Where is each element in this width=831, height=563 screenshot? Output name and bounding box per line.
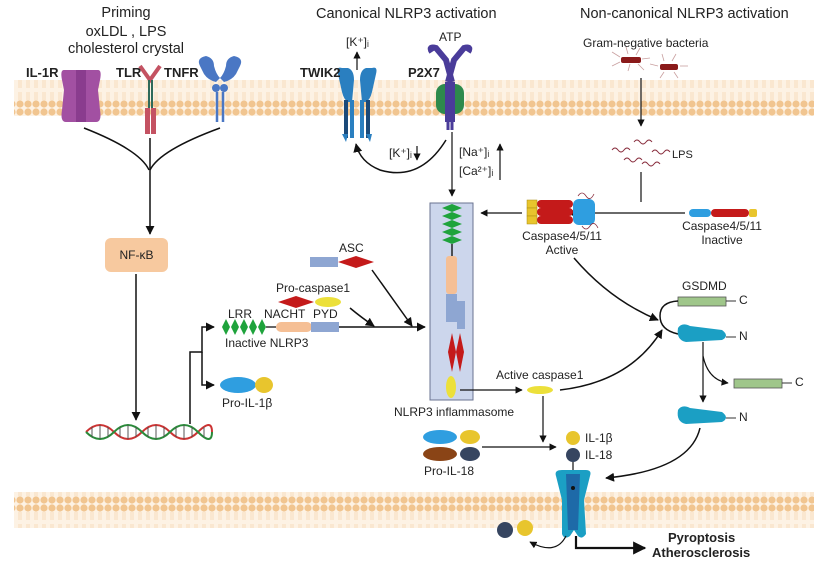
pro-caspase1-icon: [278, 296, 341, 308]
priming-stimuli-line1: oxLDL , LPS: [85, 24, 167, 40]
caspase1-to-gsdmd-arrow: [559, 329, 663, 391]
il18-label: IL-18: [585, 448, 613, 462]
gsdmd-label: GSDMD: [682, 279, 727, 293]
inactive-nlrp3-icon: [222, 319, 339, 335]
gsdmd-c-label: C: [739, 293, 748, 307]
canonical-heading: Canonical NLRP3 activation: [316, 6, 497, 22]
caspase-inactive-label-line2: Inactive: [701, 233, 743, 247]
nlrp3-inflammasome-icon: [429, 202, 474, 401]
nfkb-label: NF-κB: [119, 248, 154, 262]
inactive-nlrp3-label: Inactive NLRP3: [225, 336, 309, 350]
nacht-label: NACHT: [264, 307, 306, 321]
atherosclerosis-label: Atherosclerosis: [652, 545, 751, 560]
gsdmd-pore-formation-arrow: [605, 427, 701, 482]
caspase-4-5-11-inactive-icon: [689, 209, 757, 217]
inflammasome-label: NLRP3 inflammasome: [394, 405, 515, 419]
atp-label: ATP: [439, 30, 462, 44]
lps-icon: [611, 139, 671, 167]
il1b-label: IL-1β: [585, 431, 613, 445]
priming-heading: Priming: [101, 5, 151, 21]
pro-il1b-icon: [220, 377, 273, 393]
lrr-label: LRR: [228, 307, 253, 321]
plasma-membrane-top: [14, 80, 814, 116]
bacteria-label: Gram-negative bacteria: [583, 36, 709, 50]
gsdmd-n-label: N: [739, 329, 748, 343]
pyd-label: PYD: [313, 307, 338, 321]
gsdmd-c-terminal-label: C: [795, 375, 804, 389]
asc-label: ASC: [339, 241, 364, 255]
gsdmd-pore-icon: [555, 470, 591, 538]
pro-il18-label: Pro-IL-18: [424, 464, 475, 478]
active-caspase1-icon: [527, 386, 553, 394]
ca-label: [Ca²⁺]ᵢ: [459, 164, 494, 178]
il1r-receptor-icon: [61, 70, 101, 122]
p2x7-receptor-icon: [427, 44, 473, 130]
k-decrease-arrow: [353, 139, 447, 174]
na-label: [Na⁺]ᵢ: [459, 145, 490, 159]
released-il1b-icon: [517, 520, 533, 536]
tnfr-receptor-icon: [198, 56, 242, 122]
caspase-active-label-line2: Active: [545, 243, 579, 257]
cytokine-secretion-arrow: [529, 535, 567, 549]
gsdmd-full-length-icon: [659, 296, 736, 342]
gsdmd-n-terminal-icon: [677, 406, 736, 424]
pro-il1b-label: Pro-IL-1β: [222, 396, 273, 410]
gsdmd-n-terminal-label: N: [739, 410, 748, 424]
priming-stimuli-line2: cholesterol crystal: [67, 41, 185, 57]
dna-icon: [85, 424, 213, 440]
caspase-4-5-11-active-icon: [526, 192, 599, 230]
caspase-active-label-line1: Caspase4/5/11: [522, 229, 602, 243]
gram-negative-bacteria-icon: [611, 46, 688, 79]
pyroptosis-outcome-arrow: [574, 536, 647, 555]
gsdmd-c-cleave-arrow: [702, 355, 729, 386]
twik2-label: TWIK2: [300, 65, 341, 80]
pro-il1b-pro-il18-icon: [423, 430, 480, 461]
il1b-icon: [566, 431, 580, 445]
pro-caspase1-label: Pro-caspase1: [276, 281, 351, 295]
tnfr-label: TNFR: [164, 65, 199, 80]
priming-convergence-arrows: [83, 127, 221, 421]
caspase11-to-gsdmd-arrow: [573, 257, 659, 322]
lps-label: LPS: [672, 149, 693, 161]
il18-icon: [566, 448, 580, 462]
asc-icon: [310, 256, 374, 268]
tlr-receptor-icon: [138, 64, 162, 134]
pro-caspase1-arrow: [349, 307, 375, 327]
nfkb-box: NF-κB: [105, 238, 168, 272]
p2x7-label: P2X7: [408, 65, 440, 80]
gsdmd-c-terminal-icon: [733, 378, 792, 389]
twik2-channel-icon: [337, 67, 377, 142]
k-decrease-label: [K⁺]ᵢ: [389, 146, 412, 160]
asc-arrow: [371, 269, 413, 327]
released-il18-icon: [497, 522, 513, 538]
pyroptosis-label: Pyroptosis: [668, 530, 736, 545]
tlr-label: TLR: [116, 65, 142, 80]
plasma-membrane-bottom: [14, 492, 814, 528]
k-efflux-label: [K⁺]ᵢ: [346, 35, 369, 49]
transcription-arrows: [189, 322, 215, 424]
caspase-inactive-label-line1: Caspase4/5/11: [682, 219, 762, 233]
noncanonical-heading: Non-canonical NLRP3 activation: [580, 6, 789, 22]
il1r-label: IL-1R: [26, 65, 59, 80]
active-caspase1-label: Active caspase1: [496, 368, 584, 382]
